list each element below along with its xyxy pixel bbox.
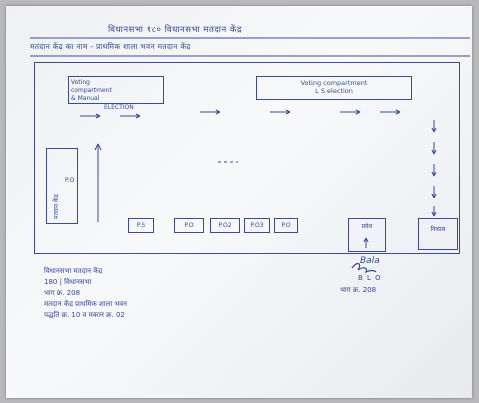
queue-area-sub: P.O xyxy=(65,177,75,184)
flow-arrow-icon xyxy=(270,109,291,115)
staff-label-ps: P.S xyxy=(136,222,146,229)
flow-arrow-icon xyxy=(120,113,141,119)
vc1-line-4: ELECTION xyxy=(104,104,134,111)
vc2-line-2: L S election xyxy=(315,87,353,95)
footer-line-5: पद्धति क्र. 10 व मकान क्र. 02 xyxy=(44,311,125,319)
paper-sheet xyxy=(6,6,472,398)
down-arrow-icon xyxy=(431,142,437,155)
vc1-line-3: & Manual xyxy=(71,95,100,102)
staff-box-po3: P.O3 xyxy=(244,218,270,233)
signature-role: B L O xyxy=(358,274,382,282)
entry-arrow-icon xyxy=(363,237,369,248)
staff-box-po2: P.O2 xyxy=(210,218,240,233)
signature-scribble xyxy=(351,262,377,274)
up-arrow-icon xyxy=(94,143,102,222)
vc2-line-1: Voting compartment xyxy=(300,79,368,87)
entry-label: प्रवेश xyxy=(361,223,373,230)
signature-text: Bala xyxy=(360,256,380,266)
down-arrow-icon xyxy=(431,186,437,199)
voting-compartment-2: Voting compartment L S election xyxy=(256,76,412,100)
queue-area-box: मतदान केंद्र P.O xyxy=(46,148,78,224)
exit-door: निकास xyxy=(418,218,458,250)
down-arrow-icon xyxy=(431,206,437,217)
staff-box-po: P.O xyxy=(174,218,204,233)
polling-room-outline xyxy=(34,62,460,254)
staff-label-po3: P.O3 xyxy=(250,222,264,229)
vc1-line-1: Voting xyxy=(71,79,90,86)
staff-label-po4: P.O xyxy=(281,222,291,229)
polling-station-name: मतदान केंद्र का नाम - प्राथमिक शाला भवन … xyxy=(30,42,191,51)
flow-arrow-icon xyxy=(80,113,101,119)
signature-part: भाग क्र. 208 xyxy=(340,286,377,294)
footer-left: विधानसभा मतदान केंद्र 180 | विधानसभा भाग… xyxy=(44,266,127,321)
vc1-line-2: compartment xyxy=(71,87,112,94)
voting-compartment-1: Voting compartment & Manual xyxy=(68,76,164,104)
exit-label: निकास xyxy=(430,226,446,233)
staff-box-ps: P.S xyxy=(128,218,154,233)
footer-line-4: मतदान केंद्र प्राथमिक शाला भवन xyxy=(44,300,128,308)
entry-door: प्रवेश xyxy=(348,218,386,252)
staff-box-po4: P.O xyxy=(274,218,298,233)
flow-arrow-icon xyxy=(200,109,221,115)
staff-label-po: P.O xyxy=(184,222,194,229)
footer-line-1: विधानसभा मतदान केंद्र xyxy=(44,267,103,275)
down-arrow-icon xyxy=(431,120,437,133)
page-title: विधानसभा १८० विधानसभा मतदान केंद्र xyxy=(108,25,242,35)
footer-line-2: 180 | विधानसभा xyxy=(44,278,92,286)
staff-label-po2: P.O2 xyxy=(218,222,232,229)
down-arrow-icon xyxy=(431,164,437,177)
footer-line-3: भाग क्र. 208 xyxy=(44,289,81,297)
flow-arrow-icon xyxy=(340,109,361,115)
flow-arrow-icon xyxy=(380,109,401,115)
